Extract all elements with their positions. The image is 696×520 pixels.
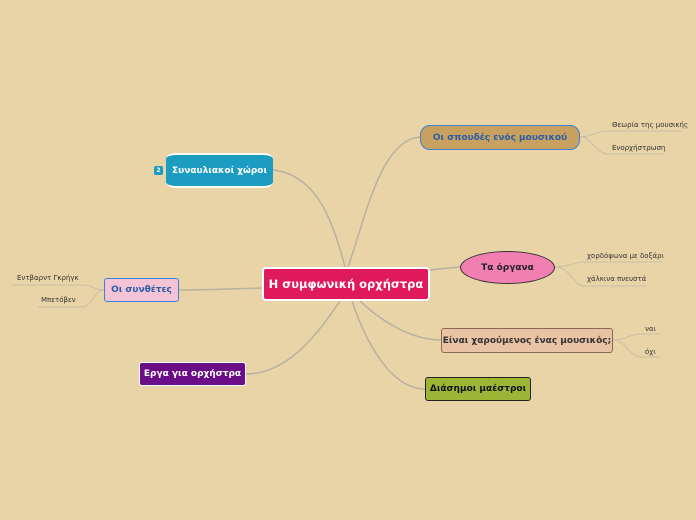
topic-composers[interactable]: Οι συνθέτες (104, 278, 179, 302)
link-composers (178, 287, 263, 291)
leaf-composer-2[interactable]: Μπετόβεν (41, 296, 76, 304)
topic-instruments[interactable]: Τα όργανα (460, 251, 555, 284)
link-venues (272, 169, 346, 268)
topic-studies[interactable]: Οι σπουδές ενός μουσικού (420, 125, 580, 150)
collapsed-count-badge[interactable]: 2 (154, 166, 163, 175)
link-maestros (351, 300, 426, 390)
link-studies (347, 136, 421, 268)
topic-happy-musician[interactable]: Είναι χαρούμενος ένας μουσικός; (441, 328, 613, 353)
topic-works[interactable]: Εργα για ορχήστρα (139, 362, 246, 386)
central-topic[interactable]: Η συμφωνική ορχήστρα (262, 267, 430, 301)
leaf-instruments-2[interactable]: χάλκινα πνευστά (587, 275, 647, 283)
leaf-happy-yes[interactable]: ναι (645, 325, 656, 333)
leaf-studies-2[interactable]: Ενορχήστρωση (612, 144, 666, 152)
link-works (245, 300, 341, 375)
leaf-studies-1[interactable]: Θεωρία της μουσικής (612, 121, 689, 129)
link-instruments (429, 266, 461, 271)
leaf-instruments-1[interactable]: χορδόφωνα με δοξάρι (587, 252, 664, 260)
topic-maestros[interactable]: Διάσημοι μαέστροι (425, 377, 531, 401)
topic-venues[interactable]: Συναυλιακοί χώροι (166, 153, 273, 188)
leaf-composer-1[interactable]: Εντβαρντ Γκρήγκ (17, 274, 79, 282)
leaf-happy-no[interactable]: όχι (645, 348, 656, 356)
link-happy (359, 300, 442, 341)
